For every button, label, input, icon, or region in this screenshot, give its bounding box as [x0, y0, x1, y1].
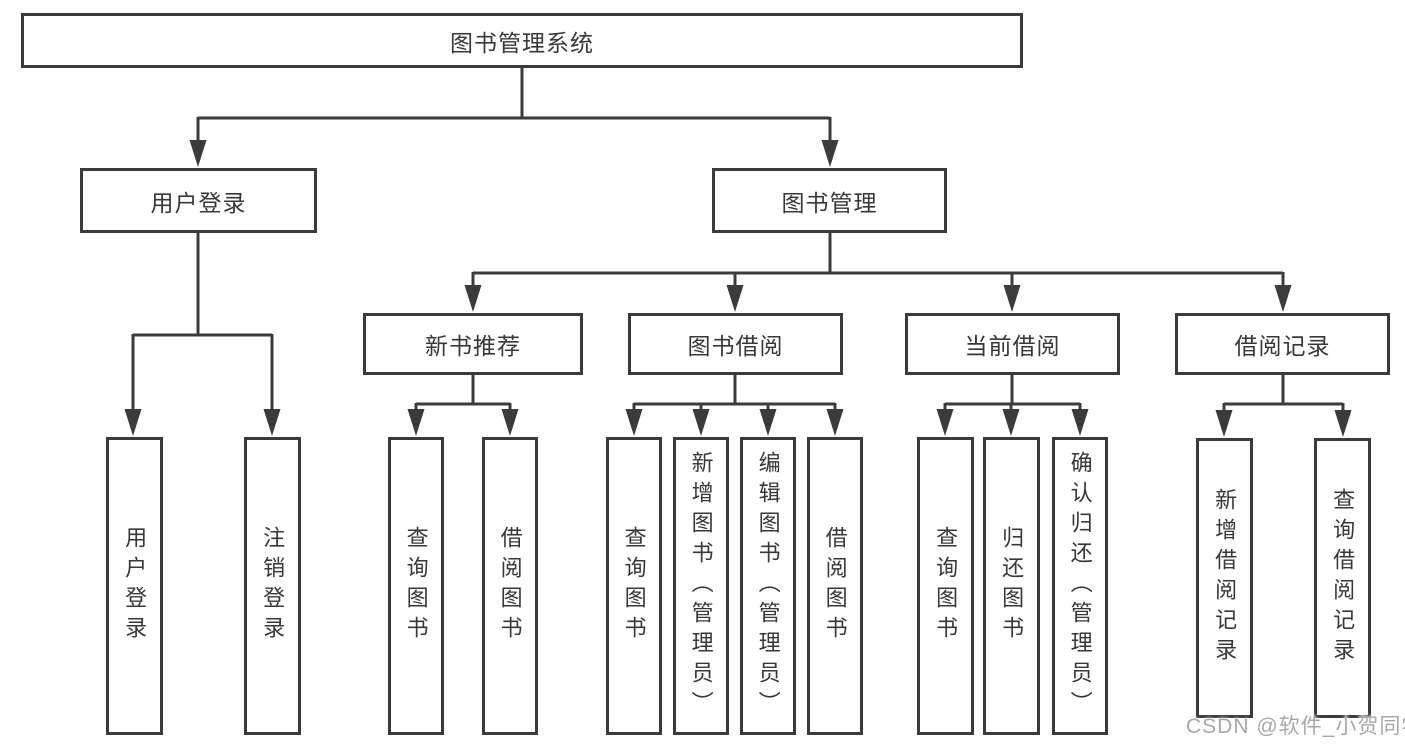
node-book-borrowing: 图书借阅 — [628, 313, 843, 375]
leaf-borrow-books-recommend: 借阅图书 — [482, 437, 538, 735]
node-new-book-recommendation: 新书推荐 — [363, 313, 583, 375]
node-label: 查询图书 — [933, 526, 959, 646]
node-label: 图书管理系统 — [450, 29, 594, 56]
leaf-user-login: 用户登录 — [106, 437, 163, 735]
node-label: 编辑图书（管理员） — [755, 451, 781, 721]
leaf-add-borrow-record: 新增借阅记录 — [1196, 438, 1253, 718]
node-label: 用户登录 — [150, 189, 247, 216]
node-current-borrowing: 当前借阅 — [905, 313, 1120, 375]
node-label: 新增图书（管理员） — [688, 451, 714, 721]
node-label: 当前借阅 — [964, 333, 1061, 359]
leaf-logout: 注销登录 — [244, 437, 301, 735]
node-label: 图书借阅 — [687, 333, 784, 359]
leaf-return-book: 归还图书 — [983, 437, 1040, 735]
node-label: 注销登录 — [260, 526, 286, 646]
node-book-management: 图书管理 — [712, 168, 947, 233]
leaf-confirm-return-admin: 确认归还（管理员） — [1052, 437, 1108, 735]
node-label: 归还图书 — [999, 526, 1025, 646]
csdn-watermark: CSDN @软件_小贺同学 — [1186, 715, 1405, 738]
node-label: 图书管理 — [781, 189, 878, 216]
node-label: 查询图书 — [403, 526, 429, 646]
leaf-add-book-admin: 新增图书（管理员） — [673, 437, 729, 735]
node-user-login: 用户登录 — [80, 168, 317, 233]
leaf-query-books-recommend: 查询图书 — [388, 437, 444, 735]
node-label: 查询借阅记录 — [1330, 488, 1356, 668]
leaf-query-books-borrow: 查询图书 — [606, 437, 662, 735]
node-label: 借阅记录 — [1234, 333, 1331, 359]
node-label: 查询图书 — [621, 526, 647, 646]
node-label: 借阅图书 — [822, 526, 848, 646]
arrowhead-icons — [124, 140, 1352, 437]
node-label: 确认归还（管理员） — [1067, 451, 1093, 721]
node-label: 新增借阅记录 — [1212, 488, 1238, 668]
leaf-query-borrow-record: 查询借阅记录 — [1314, 438, 1371, 718]
node-label: 新书推荐 — [425, 333, 521, 359]
node-label: 借阅图书 — [497, 526, 523, 646]
leaf-query-books-current: 查询图书 — [917, 437, 974, 735]
node-borrowing-records: 借阅记录 — [1175, 313, 1390, 375]
node-label: 用户登录 — [122, 526, 148, 646]
node-root-library-management-system: 图书管理系统 — [21, 13, 1023, 68]
leaf-edit-book-admin: 编辑图书（管理员） — [740, 437, 796, 735]
leaf-borrow-books: 借阅图书 — [807, 437, 863, 735]
